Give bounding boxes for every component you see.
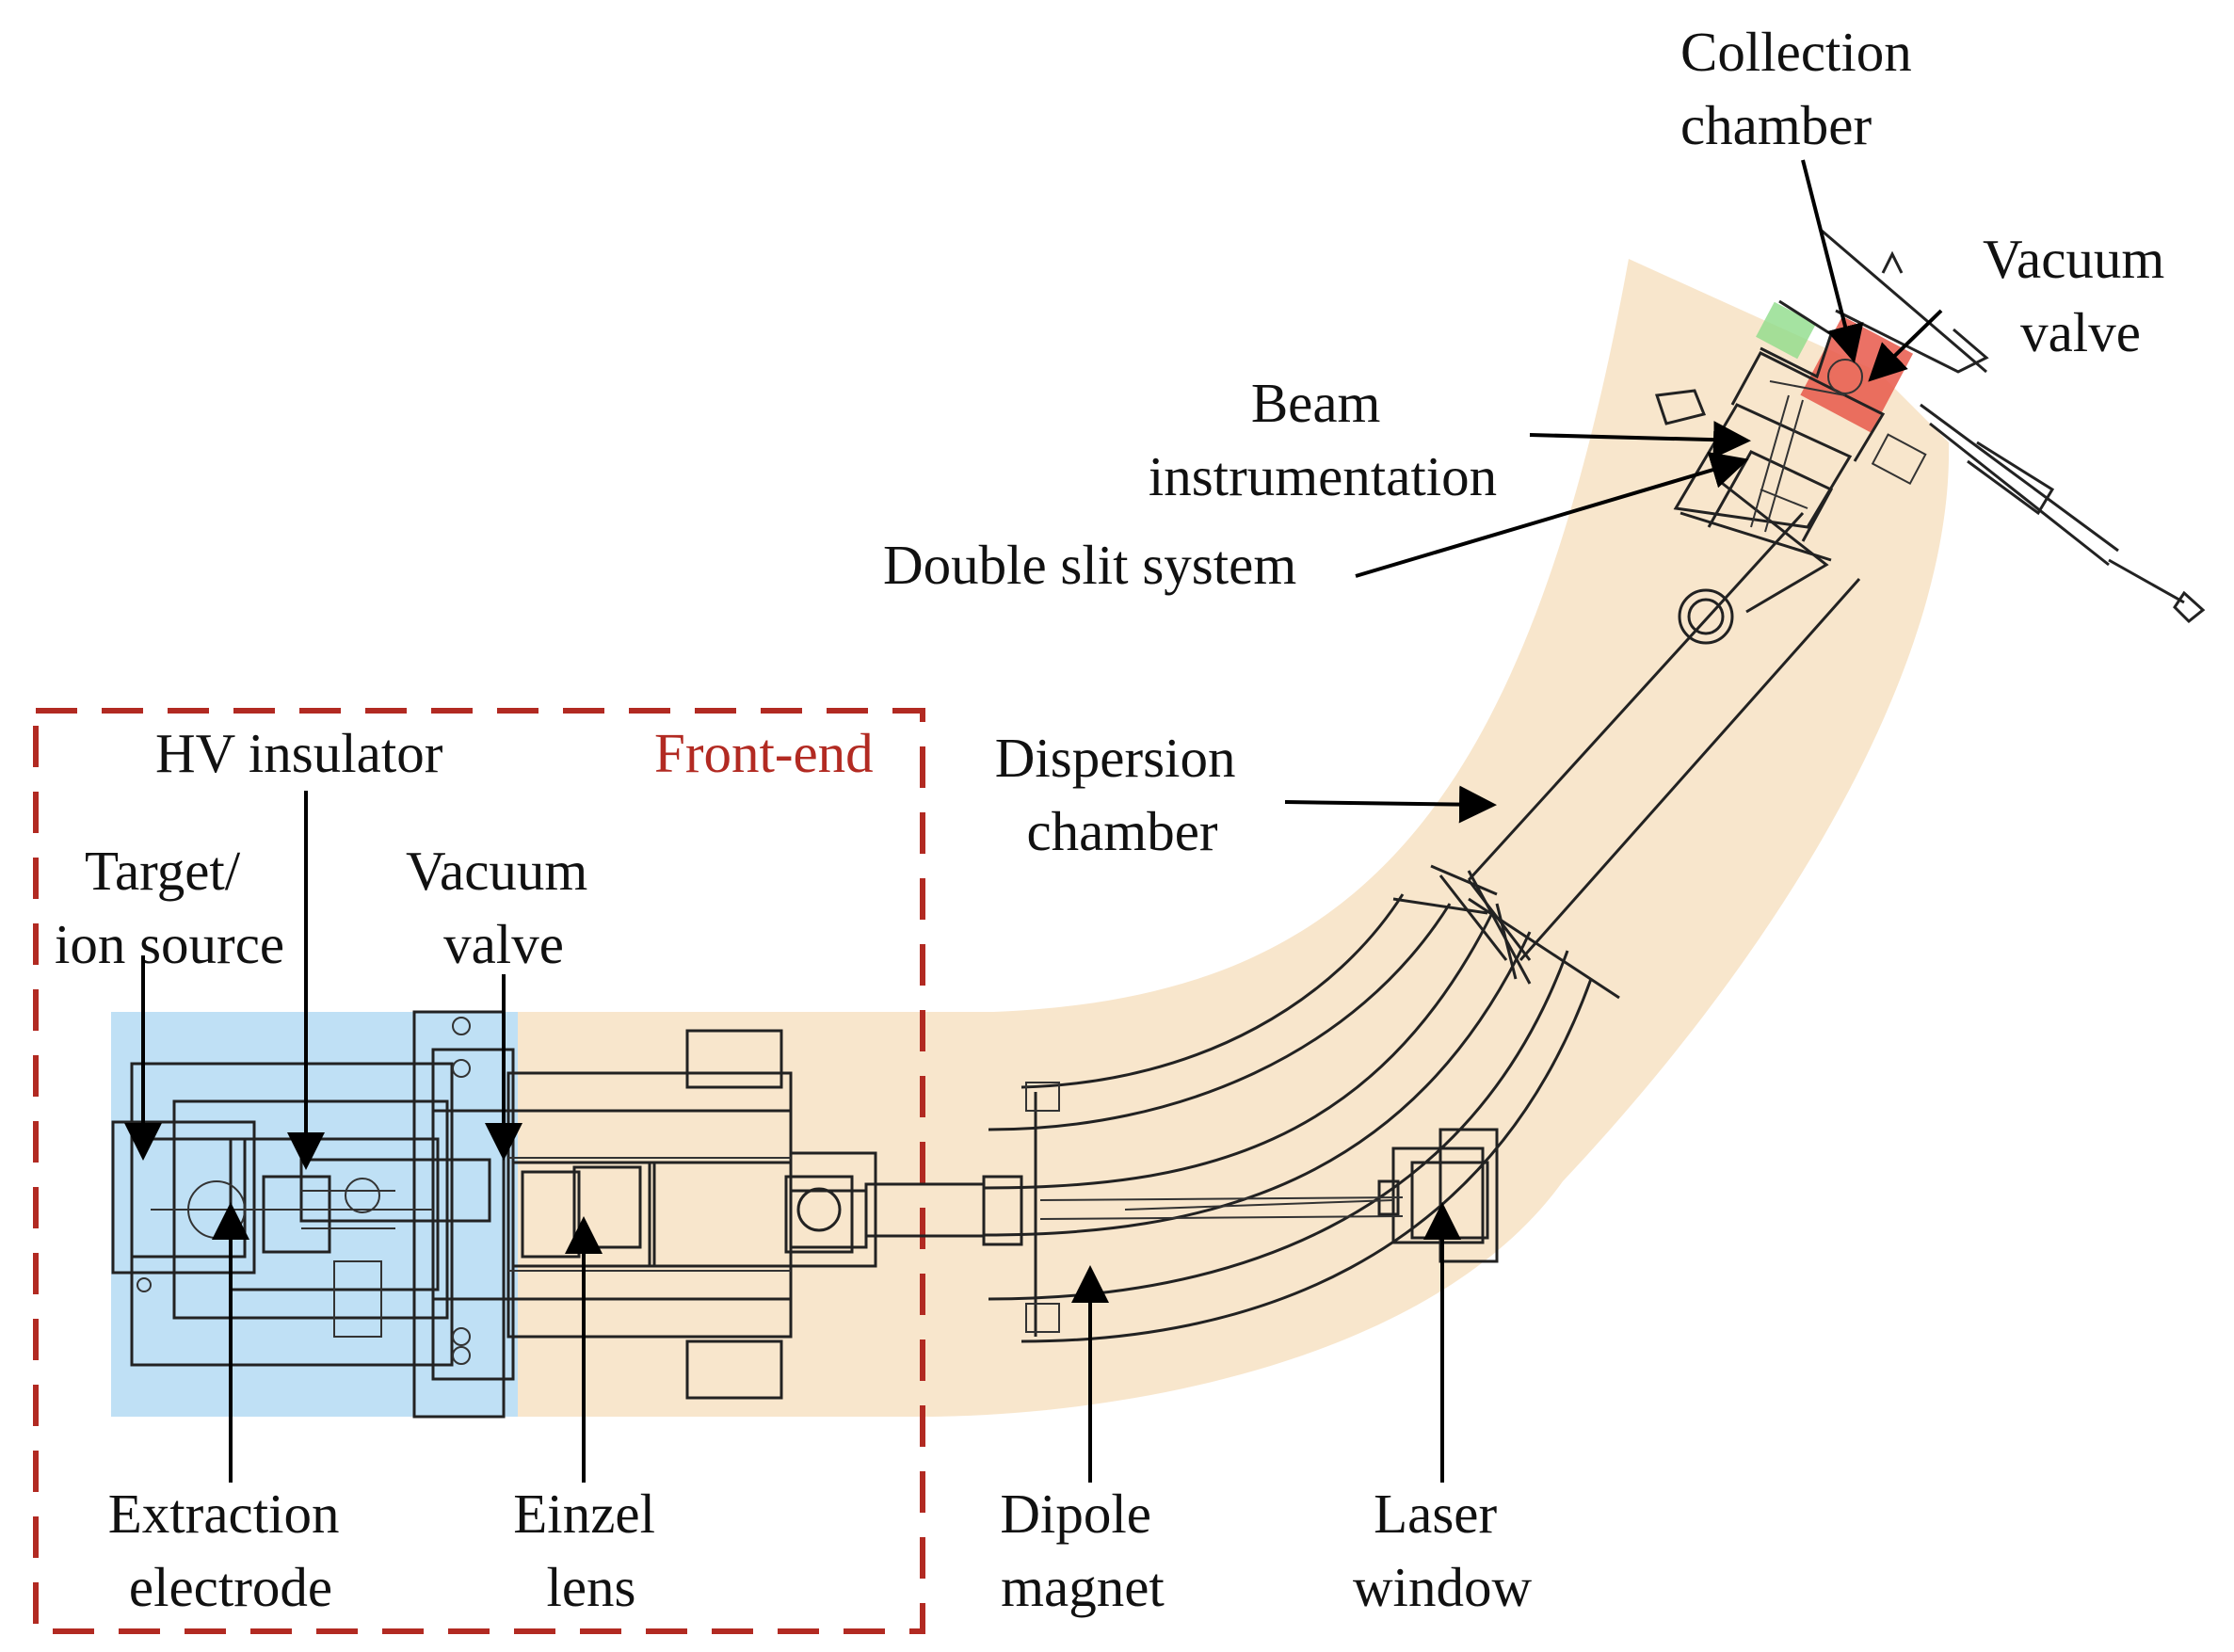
label-laser-window: Laser window [1353, 1483, 1533, 1618]
collection-details [1750, 359, 1927, 533]
arrow-beam-instrumentation [1529, 421, 1751, 459]
label-einzel-lens: Einzel lens [513, 1483, 668, 1618]
label-collection-chamber: Collection chamber [1680, 21, 1926, 156]
dipole-details [1025, 1082, 1404, 1333]
dipole-and-dispersion-hardware [983, 478, 1861, 1343]
arrow-dispersion-chamber [1284, 785, 1497, 824]
label-dipole-magnet: Dipole magnet [1000, 1483, 1165, 1618]
front-end-hardware [111, 1010, 1023, 1419]
label-dispersion-chamber: Dispersion chamber [995, 727, 1249, 862]
pointer-arrows [124, 159, 1943, 1483]
label-beam-instrumentation: Beam instrumentation [1149, 372, 1497, 507]
label-hv-insulator: HV insulator [155, 722, 443, 784]
label-target-ion-source: Target/ ion source [55, 840, 284, 975]
arrow-collection-chamber [1801, 159, 1864, 363]
label-double-slit-system: Double slit system [883, 534, 1296, 596]
label-extraction-electrode: Extraction electrode [108, 1483, 354, 1618]
beamline-band [518, 259, 1950, 1417]
arrow-double-slit-system [1355, 451, 1749, 578]
front-end-box [33, 708, 925, 1634]
beamline-region [518, 259, 1950, 1417]
label-vacuum-valve-left: Vacuum valve [406, 840, 602, 975]
label-vacuum-valve-right: Vacuum valve [1983, 228, 2178, 363]
source-region [111, 1012, 518, 1417]
arrow-vacuum-valve-right [1868, 309, 1943, 382]
label-front-end: Front-end [654, 722, 874, 784]
